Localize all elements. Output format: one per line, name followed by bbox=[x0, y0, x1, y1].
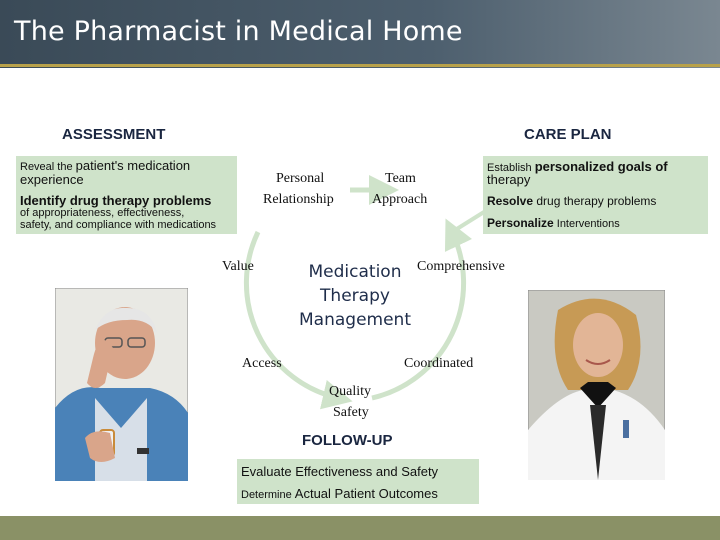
label-comprehensive: Comprehensive bbox=[417, 259, 505, 274]
follow-up-heading: FOLLOW-UP bbox=[302, 432, 393, 449]
footer-bar bbox=[0, 516, 720, 540]
label-coordinated: Coordinated bbox=[404, 356, 474, 371]
care-plan-line-1-emph: personalized goals of bbox=[534, 159, 668, 174]
care-plan-line-2: therapy bbox=[487, 172, 531, 187]
care-plan-line-4: Personalize Interventions bbox=[487, 216, 620, 230]
care-plan-line-1: Establish personalized goals of bbox=[487, 159, 668, 174]
assessment-box: Reveal the patient's medication experien… bbox=[16, 156, 237, 234]
care-plan-line-3-emph: Resolve bbox=[487, 194, 534, 208]
label-access: Access bbox=[242, 356, 282, 371]
cycle-arc-right bbox=[371, 218, 473, 401]
cycle-arc-left bbox=[243, 230, 353, 410]
pharmacist-photo bbox=[528, 290, 665, 480]
assessment-line-1: Reveal the patient's medication bbox=[20, 158, 190, 173]
assessment-line-1-pre: Reveal the bbox=[20, 161, 76, 173]
care-plan-line-3: Resolve drug therapy problems bbox=[487, 194, 656, 208]
label-relationship: Relationship bbox=[263, 192, 334, 207]
center-title-line-1: Medication bbox=[308, 262, 402, 282]
center-title-line-2: Therapy bbox=[320, 286, 390, 306]
header-bar: The Pharmacist in Medical Home bbox=[0, 0, 720, 68]
assessment-line-4: of appropriateness, effectiveness, bbox=[20, 207, 185, 219]
label-personal: Personal bbox=[276, 171, 325, 186]
header-underline bbox=[0, 64, 720, 67]
label-quality: Quality bbox=[329, 384, 371, 399]
patient-photo bbox=[55, 288, 188, 481]
care-plan-line-4-emph: Personalize bbox=[487, 216, 554, 230]
assessment-line-2: experience bbox=[20, 172, 84, 187]
right-box-connector bbox=[450, 210, 486, 234]
follow-up-line-2: Determine Actual Patient Outcomes bbox=[241, 486, 438, 501]
center-title-line-3: Management bbox=[299, 310, 411, 330]
follow-up-box: Evaluate Effectiveness and Safety Determ… bbox=[237, 459, 479, 504]
care-plan-heading: CARE PLAN bbox=[524, 126, 612, 143]
label-team: Team bbox=[385, 171, 416, 186]
page-title: The Pharmacist in Medical Home bbox=[14, 16, 463, 47]
assessment-line-1-emph: patient's medication bbox=[75, 158, 191, 173]
assessment-line-3: Identify drug therapy problems bbox=[20, 193, 212, 208]
care-plan-line-4-rest: Interventions bbox=[553, 218, 620, 230]
label-value: Value bbox=[222, 259, 254, 274]
label-approach: Approach bbox=[372, 192, 428, 207]
follow-up-line-2-emph: Actual Patient Outcomes bbox=[294, 486, 438, 501]
care-plan-line-3-rest: drug therapy problems bbox=[533, 194, 657, 208]
assessment-line-5: safety, and compliance with medications bbox=[20, 219, 217, 231]
label-safety: Safety bbox=[333, 405, 369, 420]
care-plan-line-1-pre: Establish bbox=[487, 162, 535, 174]
follow-up-line-2-pre: Determine bbox=[241, 489, 295, 501]
follow-up-line-1: Evaluate Effectiveness and Safety bbox=[241, 464, 439, 479]
assessment-heading: ASSESSMENT bbox=[62, 126, 166, 143]
care-plan-box: Establish personalized goals of therapy … bbox=[483, 156, 708, 234]
